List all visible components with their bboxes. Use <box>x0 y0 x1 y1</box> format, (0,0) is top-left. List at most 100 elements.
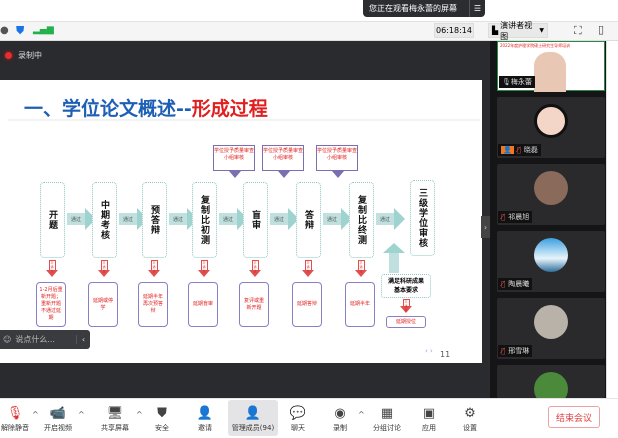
chat-button[interactable]: 💬聊天 <box>284 400 312 436</box>
mic-muted-icon: 🎙̸ <box>501 213 506 221</box>
participant-tile[interactable]: 🎙̸陶晨曦 <box>497 231 605 292</box>
requirement-fail-box: 延期授位 <box>386 316 426 328</box>
review-arrow <box>278 171 290 189</box>
shield-icon[interactable]: ⛊ <box>16 24 25 37</box>
apps-button[interactable]: ▣ 应用 <box>415 400 443 436</box>
security-button[interactable]: ⛊ 安全 <box>148 400 176 436</box>
arrow-head-icon <box>341 208 352 230</box>
chat-input[interactable]: ☺说点什么... ‹ <box>0 330 90 349</box>
unmute-icon: 🎙 <box>6 406 24 421</box>
avatar <box>534 104 568 138</box>
flow-step: 复制比终测 <box>349 182 374 258</box>
avatar <box>534 171 568 205</box>
speaker-video <box>534 52 566 92</box>
review-arrow <box>229 171 241 189</box>
settings-button[interactable]: ⚙设置 <box>456 400 484 436</box>
security-icon: ⛊ <box>157 406 167 421</box>
not-met-label: 不满足 <box>402 299 410 312</box>
fail-arrow: 不通过 <box>98 260 110 278</box>
start-video-button[interactable]: 📹 开启视频 <box>40 400 76 436</box>
pass-arrow: 通过 <box>270 208 299 230</box>
apps-icon: ▣ <box>422 406 436 421</box>
invite-label: 邀请 <box>198 424 212 432</box>
share-screen-button[interactable]: 🖥共享屏幕 <box>95 400 135 436</box>
list-icon[interactable]: ☰ <box>469 0 485 17</box>
speaker-video-tile[interactable]: 2022年度护理学院硕士研究生导师培训 🎙梅永蕾 <box>497 41 605 92</box>
slide-nav-icon[interactable]: ‹ › <box>425 347 433 355</box>
pass-label: 通过 <box>119 213 137 225</box>
flow-step: 中期考核 <box>92 182 117 258</box>
info-icon[interactable]: ● <box>0 25 9 36</box>
speaker-slide-banner: 2022年度护理学院硕士研究生导师培训 <box>500 43 571 48</box>
participant-tile[interactable]: 🎙̸祁晨旭 <box>497 164 605 225</box>
collapse-chat-icon[interactable]: ‹ <box>76 335 90 344</box>
review-box: 学位授予质量审查小组审核 <box>213 145 255 171</box>
arrow-head-icon <box>85 208 96 230</box>
review-box: 学位授予质量审查小组审核 <box>316 145 358 171</box>
participant-tile[interactable]: 🎙̸邢雪琳 <box>497 298 605 359</box>
chevron-up-icon[interactable]: ^ <box>32 410 39 419</box>
requirement-fail-arrow: 不满足 <box>400 299 412 317</box>
end-meeting-button[interactable]: 结束会议 <box>548 406 600 428</box>
invite-icon: 👤 <box>196 406 214 421</box>
chevron-up-icon[interactable]: ^ <box>78 410 85 419</box>
sidebar-toggle-icon[interactable]: ▯ <box>598 23 605 36</box>
emoji-icon[interactable]: ☺ <box>3 335 12 344</box>
pass-label: 通过 <box>323 213 341 225</box>
pass-arrow: 通过 <box>219 208 248 230</box>
banner-text: 您正在观看梅永蕾的屏幕 <box>369 4 457 13</box>
fullscreen-icon[interactable]: ⛶ <box>574 24 582 37</box>
unmute-label: 解除静音 <box>1 424 29 432</box>
fail-label: 不通过 <box>200 260 208 273</box>
window-top-bar <box>0 0 618 21</box>
recording-label: 录制中 <box>18 51 42 60</box>
record-button[interactable]: ◉录制 <box>325 400 355 436</box>
fail-label: 不通过 <box>100 260 108 273</box>
flow-step: 复制比初测 <box>192 182 217 258</box>
pass-arrow: 通过 <box>376 208 405 230</box>
fail-arrow: 不通过 <box>198 260 210 278</box>
pass-label: 通过 <box>376 213 394 225</box>
title-accent: 形成过程 <box>191 98 268 120</box>
signal-icon[interactable]: ▂▄▆ <box>33 25 54 35</box>
collapse-panel-button[interactable]: › <box>481 216 490 238</box>
fail-outcome-box: 延期或停学 <box>88 282 118 327</box>
fail-arrow: 不通过 <box>46 260 58 278</box>
unmute-button[interactable]: 🎙 解除静音 <box>0 400 30 436</box>
fail-outcome-box: 1-2月后重新开题；重新开题不通过延期 <box>36 282 66 327</box>
fail-outcome-box: 延期盲审 <box>188 282 218 327</box>
participant-name: 🎙̸邢雪琳 <box>498 345 533 357</box>
security-label: 安全 <box>155 424 169 432</box>
chat-label: 聊天 <box>291 424 305 432</box>
fail-outcome-box: 延期答辩 <box>292 282 322 327</box>
arrow-down-icon <box>332 171 344 178</box>
participant-tile[interactable] <box>497 365 605 406</box>
settings-icon: ⚙ <box>464 406 476 421</box>
pass-arrow: 通过 <box>323 208 352 230</box>
side-strip <box>606 41 618 398</box>
arrow-down-icon <box>302 270 314 277</box>
view-mode-dropdown[interactable]: ▙ 演讲者视图 ▼ <box>488 21 548 41</box>
start-video-label: 开启视频 <box>44 424 72 432</box>
start-video-icon: 📹 <box>49 406 67 421</box>
apps-label: 应用 <box>422 424 436 432</box>
breakout-rooms-button[interactable]: ▦分组讨论 <box>367 400 407 436</box>
mic-muted-icon: 🎙̸ <box>501 347 506 355</box>
requirement-box: 满足科研成果基本要求 <box>381 274 431 298</box>
flow-step: 三级学位审核 <box>410 180 435 256</box>
chat-placeholder: 说点什么... <box>15 335 55 344</box>
chevron-up-icon[interactable]: ^ <box>358 410 365 419</box>
manage-members-icon: 👤 <box>244 406 262 421</box>
participant-tile[interactable]: 👤🎙̸晓磊 <box>497 97 605 158</box>
invite-button[interactable]: 👤 邀请 <box>191 400 219 436</box>
chevron-up-icon[interactable]: ^ <box>136 410 143 419</box>
record-icon: ◉ <box>334 406 346 421</box>
fail-outcome-box: 延期半年 <box>345 282 375 327</box>
arrow-up-icon <box>383 243 405 253</box>
manage-members-button[interactable]: 👤管理成员(94) <box>228 400 278 436</box>
pass-label: 通过 <box>219 213 237 225</box>
participant-name: 🎙梅永蕾 <box>499 76 535 88</box>
slide-title: 一、学位论文概述--形成过程 <box>24 94 268 121</box>
arrow-down-icon <box>355 270 367 277</box>
share-screen-label: 共享屏幕 <box>101 424 129 432</box>
